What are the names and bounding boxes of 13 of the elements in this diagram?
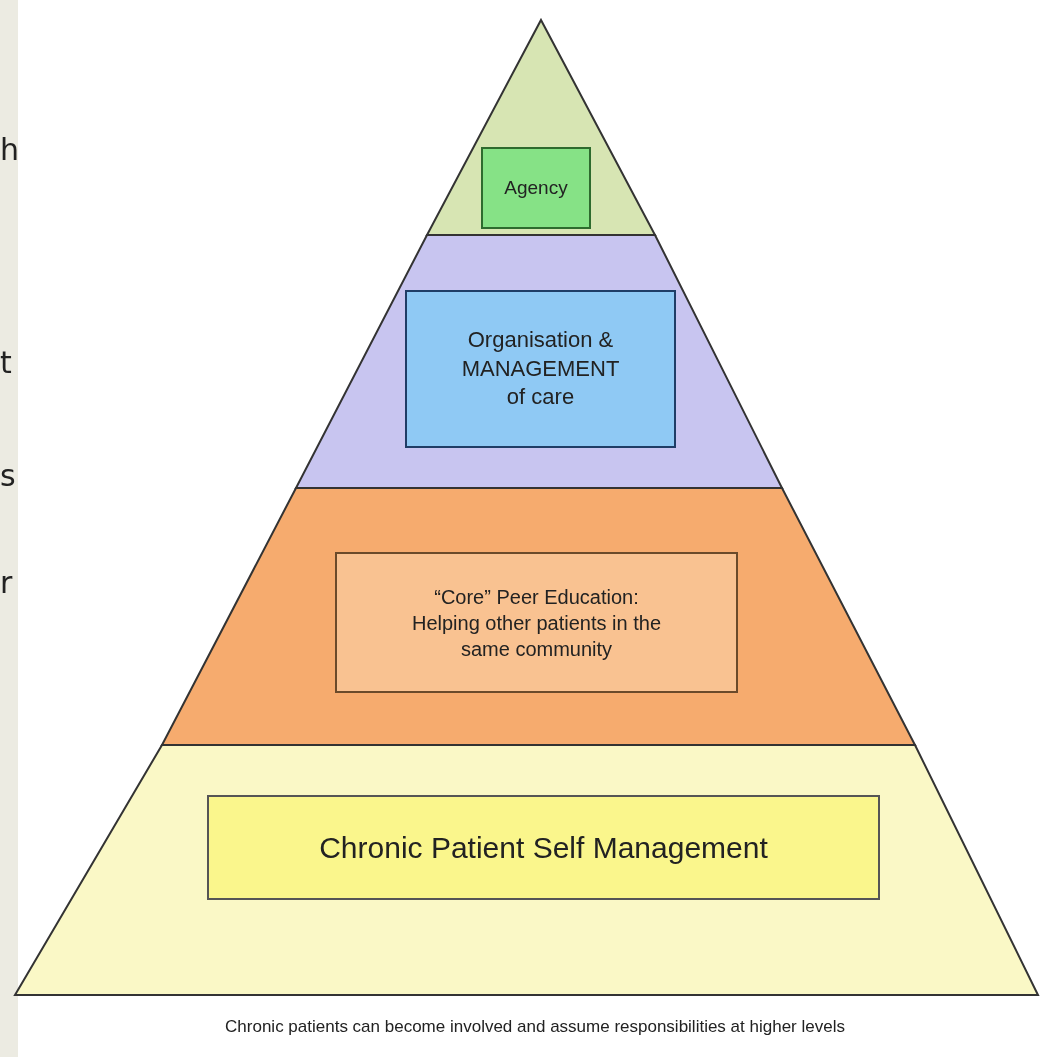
pyramid-band bbox=[162, 488, 915, 745]
level-box: Chronic Patient Self Management bbox=[207, 795, 880, 900]
text-fragment: t bbox=[0, 345, 12, 380]
pyramid-band bbox=[15, 745, 1038, 995]
text-fragment: s bbox=[0, 458, 16, 493]
pyramid-band bbox=[296, 235, 782, 488]
text-fragment: r bbox=[0, 565, 13, 600]
caption: Chronic patients can become involved and assume responsibilities at higher levels bbox=[224, 1017, 846, 1037]
text-fragment: h bbox=[0, 132, 19, 167]
level-box: “Core” Peer Education: Helping other patients in the same community bbox=[335, 552, 738, 693]
level-box: Organisation & MANAGEMENT of care bbox=[405, 290, 676, 448]
pyramid-top-triangle bbox=[427, 20, 655, 235]
level-box: Agency bbox=[481, 147, 591, 229]
